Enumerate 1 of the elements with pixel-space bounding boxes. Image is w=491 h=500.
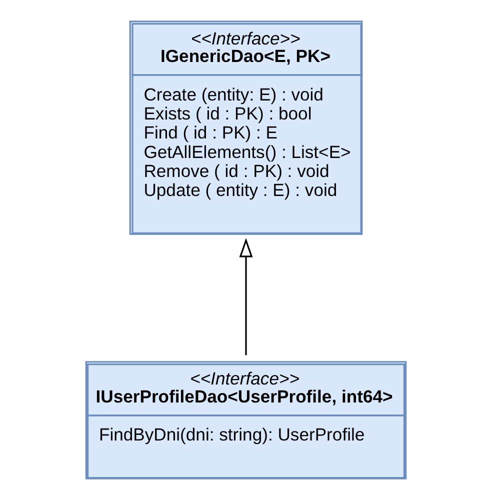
arrow: [238, 238, 252, 356]
